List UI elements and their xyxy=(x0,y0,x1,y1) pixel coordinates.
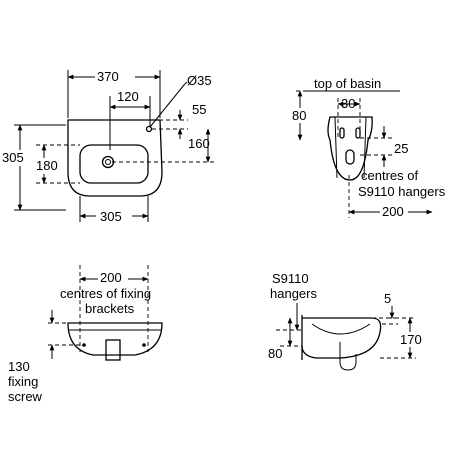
top-of-basin-label: top of basin xyxy=(314,76,381,91)
tap-hole-icon xyxy=(145,125,153,133)
hangers-side-label: hangers xyxy=(270,286,317,301)
hanger-slot-left xyxy=(339,127,345,139)
side-view: S9110 hangers 5 170 80 xyxy=(268,271,430,371)
plan-dim-130: 130 xyxy=(8,359,30,374)
rear-dim-200: 200 xyxy=(382,204,404,219)
fixing-label: fixing xyxy=(8,374,38,389)
side-basin-outline xyxy=(301,317,382,359)
fixing-brackets-label-2: brackets xyxy=(85,301,135,316)
plan-basin-outline xyxy=(67,322,163,356)
side-dim-80: 80 xyxy=(268,346,282,361)
centres-of-label: centres of xyxy=(361,168,418,183)
dim-55: 55 xyxy=(192,102,206,117)
dim-180: 180 xyxy=(36,158,58,173)
drain-icon xyxy=(101,155,115,169)
front-view: 370 Ø35 120 55 160 305 180 xyxy=(2,68,214,224)
hanger-slot-right xyxy=(355,127,361,139)
front-basin-outline xyxy=(67,119,163,197)
waste-outlet xyxy=(345,149,355,165)
s9110-label: S9110 xyxy=(272,271,309,286)
plan-view: 200 centres of fixing brackets 130 fixin… xyxy=(8,265,163,404)
side-dim-170: 170 xyxy=(400,332,422,347)
dim-160: 160 xyxy=(188,136,210,151)
dim-tap-dia: Ø35 xyxy=(187,73,212,88)
screw-label: screw xyxy=(8,389,43,404)
rear-dim-30: 30 xyxy=(341,96,355,111)
rear-view: top of basin 80 30 25 centres of S9110 h… xyxy=(290,76,446,219)
rear-basin-outline xyxy=(327,116,373,181)
side-dim-5: 5 xyxy=(384,291,391,306)
plan-waste-outlet xyxy=(105,339,121,361)
front-bowl xyxy=(79,144,149,184)
fixing-brackets-label-1: centres of fixing xyxy=(60,286,151,301)
hangers-label: S9110 hangers xyxy=(358,184,446,199)
rear-dim-80: 80 xyxy=(292,108,306,123)
dim-370: 370 xyxy=(97,69,119,84)
dim-305-height: 305 xyxy=(2,150,24,165)
plan-dim-200: 200 xyxy=(100,270,122,285)
dim-120: 120 xyxy=(117,89,139,104)
rear-dim-25: 25 xyxy=(394,141,408,156)
dim-305-width: 305 xyxy=(100,209,122,224)
